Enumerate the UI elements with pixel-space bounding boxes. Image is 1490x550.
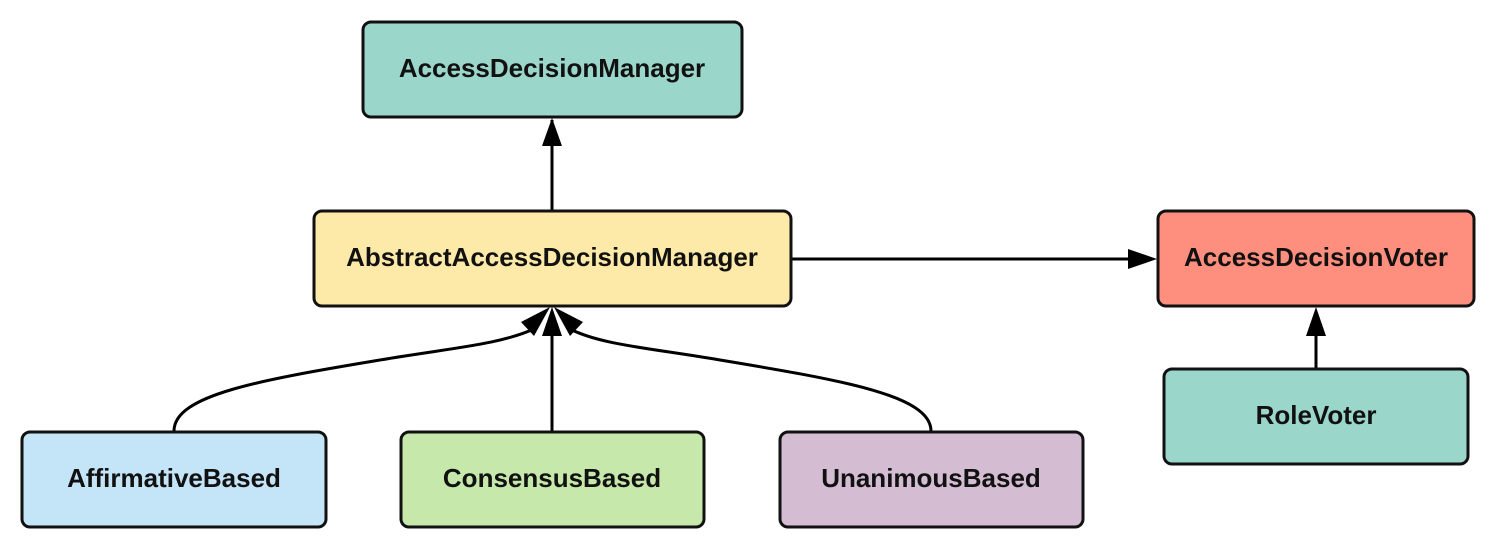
node-affirmative-based[interactable]: AffirmativeBased xyxy=(20,430,328,529)
node-box xyxy=(20,430,328,529)
node-label: UnanimousBased xyxy=(821,463,1041,493)
edge-affirmative-to-abstract xyxy=(172,326,537,432)
node-role-voter[interactable]: RoleVoter xyxy=(1162,367,1470,466)
node-label: AccessDecisionVoter xyxy=(1184,242,1448,272)
node-label: ConsensusBased xyxy=(443,463,661,493)
arrowhead-access-decision-voter xyxy=(1128,249,1157,269)
node-access-decision-manager[interactable]: AccessDecisionManager xyxy=(361,20,744,119)
node-box xyxy=(399,430,706,529)
arrowhead-role-voter-target xyxy=(1306,307,1326,336)
node-box xyxy=(1156,209,1476,308)
arrowhead-consensus-target xyxy=(542,307,562,336)
arrowhead-affirmative-target xyxy=(521,307,550,336)
edge-unanimous-to-abstract xyxy=(567,326,933,432)
node-label: AccessDecisionManager xyxy=(399,53,705,83)
node-box xyxy=(778,430,1085,529)
node-abstract-access-decision-manager[interactable]: AbstractAccessDecisionManager xyxy=(312,209,793,308)
node-consensus-based[interactable]: ConsensusBased xyxy=(399,430,706,529)
arrowhead-unanimous-target xyxy=(554,307,583,336)
arrowhead-access-decision-manager xyxy=(542,118,562,146)
node-access-decision-voter[interactable]: AccessDecisionVoter xyxy=(1156,209,1476,308)
node-label: AbstractAccessDecisionManager xyxy=(346,242,758,272)
node-box xyxy=(1162,367,1470,466)
node-label: AffirmativeBased xyxy=(67,463,281,493)
node-label: RoleVoter xyxy=(1256,400,1377,430)
node-box xyxy=(312,209,793,308)
edges xyxy=(172,118,1326,432)
node-box xyxy=(361,20,744,119)
node-unanimous-based[interactable]: UnanimousBased xyxy=(778,430,1085,529)
